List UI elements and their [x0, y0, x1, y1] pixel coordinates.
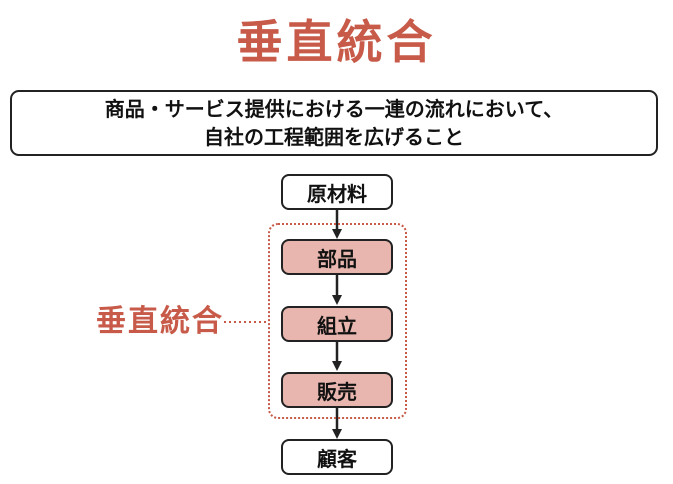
flow-step-sales: 販売: [281, 372, 393, 408]
page-title: 垂直統合: [236, 15, 437, 69]
definition-line-1: 商品・サービス提供における一連の流れにおいて、: [104, 97, 564, 121]
flow-step-raw-materials: 原材料: [281, 174, 393, 210]
flow-step-parts: 部品: [281, 239, 393, 275]
group-label: 垂直統合: [96, 304, 224, 339]
vertical-integration-group: [268, 223, 407, 419]
definition-line-2: 自社の工程範囲を広げること: [204, 125, 464, 149]
flow-step-assembly: 組立: [281, 306, 393, 342]
flow-step-customer: 顧客: [281, 439, 393, 475]
definition-box: 商品・サービス提供における一連の流れにおいて、 自社の工程範囲を広げること: [10, 90, 658, 156]
